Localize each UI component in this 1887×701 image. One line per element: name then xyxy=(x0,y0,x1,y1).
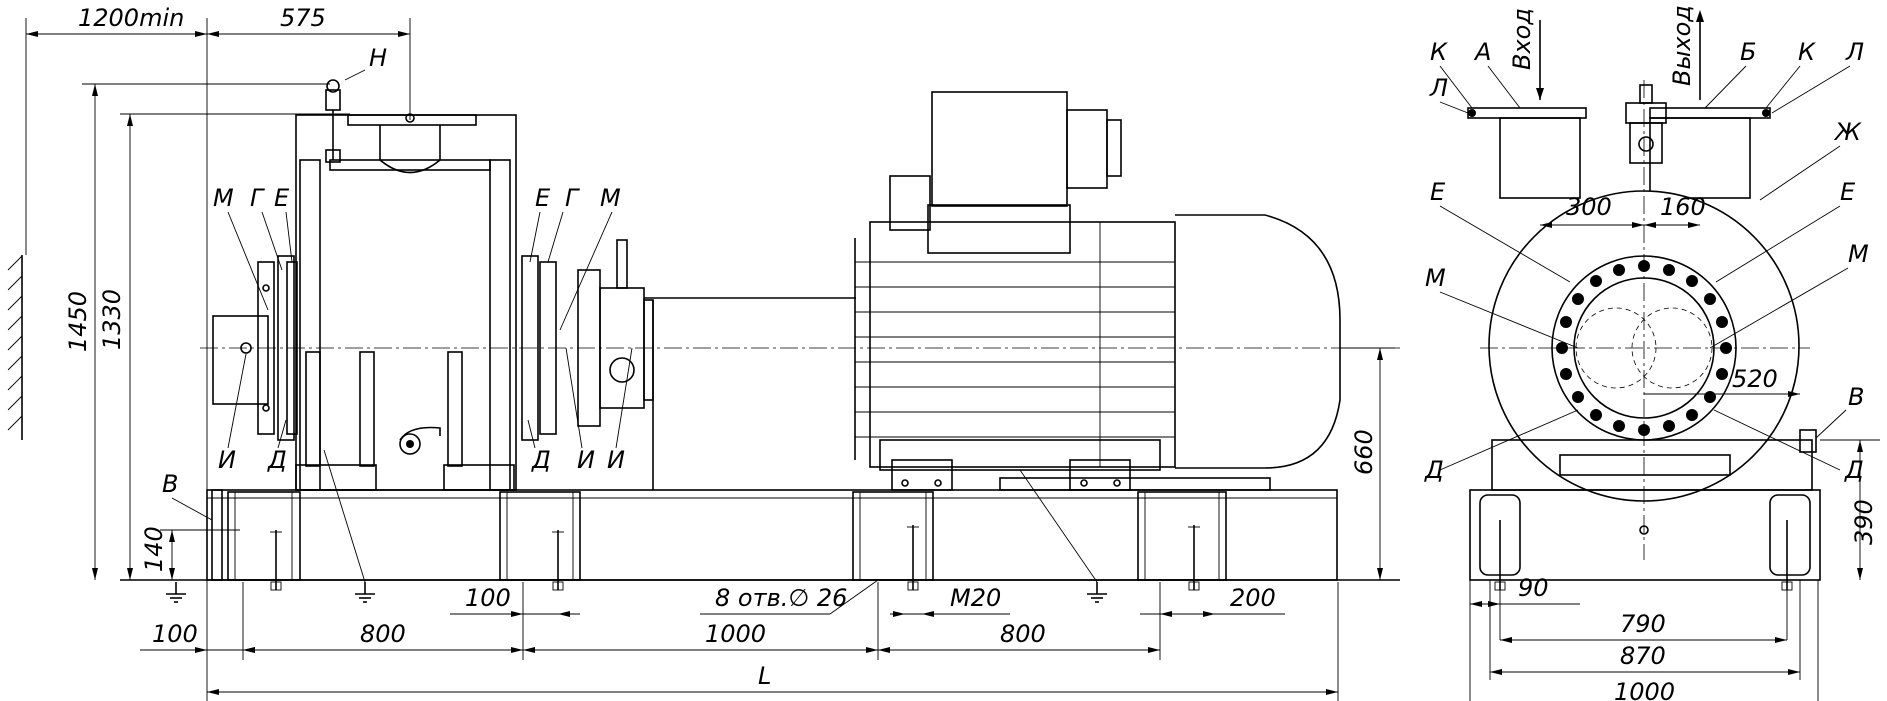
label-M-left: М xyxy=(213,184,234,212)
motor xyxy=(854,91,1341,491)
wall-hatch xyxy=(7,255,23,440)
label-I-mid: И xyxy=(577,446,595,474)
label-A: А xyxy=(1473,38,1491,66)
dim-520: 520 xyxy=(1732,365,1778,393)
dim-1450: 1450 xyxy=(64,291,92,352)
base-feet xyxy=(227,491,1227,581)
label-E-right-left: Е xyxy=(1430,178,1446,206)
anchor-bolts xyxy=(270,525,1200,591)
label-Zh: Ж xyxy=(1833,118,1862,146)
label-B: Б xyxy=(1740,38,1756,66)
dim-160: 160 xyxy=(1660,193,1706,221)
dim-800b: 800 xyxy=(1000,620,1046,648)
label-L-left: Л xyxy=(1429,74,1448,102)
side-view: 1200min 575 1450 1330 140 xyxy=(7,4,1400,701)
dim-1000: 1000 xyxy=(705,620,766,648)
dim-100b: 100 xyxy=(465,584,511,612)
label-V-right: В xyxy=(1848,383,1864,411)
label-E-right-right: Е xyxy=(1840,178,1856,206)
label-M-right-left: М xyxy=(1425,264,1446,292)
label-I-left: И xyxy=(218,446,236,474)
dim-800a: 800 xyxy=(360,620,406,648)
dim-m20: M20 xyxy=(950,584,1001,612)
label-E-mid: Е xyxy=(535,184,551,212)
dim-660: 660 xyxy=(1350,429,1378,475)
dim-390: 390 xyxy=(1850,499,1878,545)
dim-1330: 1330 xyxy=(98,289,126,350)
label-D-right-left: Д xyxy=(1424,456,1444,484)
dim-790: 790 xyxy=(1620,610,1666,638)
label-D-mid: Д xyxy=(531,446,551,474)
dim-90: 90 xyxy=(1518,574,1549,602)
dim-140: 140 xyxy=(140,526,168,572)
dim-100a: 100 xyxy=(152,620,198,648)
label-vyhod: Выход xyxy=(1668,5,1696,86)
dim-L: L xyxy=(758,662,771,690)
label-M-right-right: М xyxy=(1848,240,1869,268)
label-D-right-right: Д xyxy=(1844,456,1864,484)
label-K-right: К xyxy=(1798,38,1816,66)
ground-symbols xyxy=(166,449,1107,603)
dim-1000r: 1000 xyxy=(1614,678,1675,701)
label-G-mid: Г xyxy=(565,184,580,212)
label-M-mid: М xyxy=(600,184,621,212)
dim-870: 870 xyxy=(1620,642,1666,670)
label-L-right: Л xyxy=(1845,38,1864,66)
label-V-left: В xyxy=(162,470,178,498)
label-I-right: И xyxy=(607,446,625,474)
label-K-left: К xyxy=(1430,38,1448,66)
holes-note: 8 отв.∅ 26 xyxy=(715,584,847,612)
label-E-left: Е xyxy=(274,184,290,212)
dim-1200min: 1200min xyxy=(78,4,184,32)
label-G-left: Г xyxy=(250,184,265,212)
dim-300: 300 xyxy=(1566,193,1612,221)
dim-575: 575 xyxy=(280,4,326,32)
label-D-left: Д xyxy=(267,446,287,474)
label-H: Н xyxy=(369,44,387,72)
dim-200: 200 xyxy=(1230,584,1276,612)
label-vhod: Вход xyxy=(1508,8,1536,70)
end-view: Вход Выход 300 160 520 390 90 7 xyxy=(1424,5,1880,701)
